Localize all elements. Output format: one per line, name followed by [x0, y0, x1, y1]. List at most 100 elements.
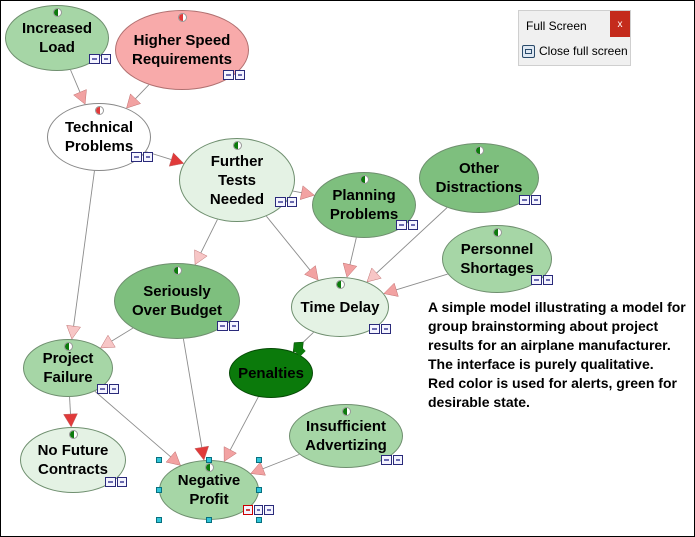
node-label: Personnel Shortages [460, 241, 534, 277]
state-pie-icon [69, 430, 78, 439]
info-box-icon [530, 195, 541, 205]
edge-further-tests-needed-to-planning-problems[interactable] [292, 190, 302, 194]
edge-planning-problems-to-time-delay[interactable] [349, 237, 357, 265]
edge-personnel-shortages-to-time-delay[interactable] [396, 273, 448, 291]
fullscreen-panel: Full Screen x Close full screen [518, 10, 631, 66]
description-paragraph: A simple model illustrating a model for … [428, 299, 686, 372]
info-box-icon [275, 197, 286, 207]
node-label: No Future Contracts [37, 442, 109, 478]
node-info-icon[interactable] [369, 324, 391, 334]
edge-further-tests-needed-to-seriously-over-budget[interactable] [200, 219, 218, 254]
edge-seriously-over-budget-to-negative-profit[interactable] [182, 338, 203, 448]
node-planning-problems[interactable]: Planning Problems [312, 172, 416, 238]
state-pie-icon [233, 141, 242, 150]
node-info-icon[interactable] [105, 477, 127, 487]
arrowhead [194, 249, 208, 266]
selection-handle[interactable] [156, 487, 162, 493]
node-info-icon[interactable] [381, 455, 403, 465]
info-box-icon [519, 195, 530, 205]
state-pie-icon [173, 266, 182, 275]
node-info-icon[interactable] [243, 505, 275, 515]
info-box-icon [223, 70, 234, 80]
close-icon[interactable]: x [610, 11, 630, 37]
arrowhead [223, 446, 237, 462]
info-box-icon [234, 70, 245, 80]
arrowhead [194, 445, 210, 461]
info-box-icon [407, 220, 418, 230]
edge-time-delay-to-penalties[interactable] [302, 331, 314, 344]
info-box-icon [228, 321, 239, 331]
info-box-icon [380, 324, 391, 334]
edge-increased-load-to-technical-problems[interactable] [70, 69, 81, 93]
node-personnel-shortages[interactable]: Personnel Shortages [442, 225, 552, 293]
info-box-icon [243, 505, 253, 515]
info-box-icon [286, 197, 297, 207]
info-box-icon [131, 152, 142, 162]
arrowhead [100, 334, 116, 349]
arrowhead [168, 152, 185, 167]
screen-icon [522, 44, 535, 58]
selection-handle[interactable] [206, 457, 212, 463]
node-info-icon[interactable] [275, 197, 297, 207]
selection-handle[interactable] [256, 487, 262, 493]
state-pie-icon [53, 8, 62, 17]
node-label: Planning Problems [329, 187, 399, 223]
info-box-icon [396, 220, 407, 230]
selection-handle[interactable] [256, 517, 262, 523]
selection-handle[interactable] [156, 457, 162, 463]
arrowhead [366, 267, 382, 283]
arrowhead [299, 185, 315, 200]
edge-project-failure-to-no-future-contracts[interactable] [69, 396, 71, 415]
node-label: Negative Profit [177, 472, 241, 508]
state-pie-icon [475, 146, 484, 155]
node-label: Other Distractions [435, 160, 523, 196]
state-pie-icon [336, 280, 345, 289]
selection-handle[interactable] [156, 517, 162, 523]
info-box-icon [369, 324, 380, 334]
arrowhead [73, 89, 87, 105]
edge-other-distractions-to-time-delay[interactable] [376, 207, 448, 274]
arrowhead [250, 461, 266, 476]
node-label: Increased Load [21, 20, 93, 56]
node-info-icon[interactable] [217, 321, 239, 331]
info-box-icon [105, 477, 116, 487]
edge-project-failure-to-negative-profit[interactable] [94, 390, 171, 458]
arrowhead [342, 262, 358, 278]
node-further-tests-needed[interactable]: Further Tests Needed [179, 138, 295, 222]
close-full-screen-button[interactable]: Close full screen [522, 44, 628, 58]
node-info-icon[interactable] [89, 54, 111, 64]
state-pie-icon [95, 106, 104, 115]
selection-handle[interactable] [256, 457, 262, 463]
edge-further-tests-needed-to-time-delay[interactable] [266, 215, 311, 271]
node-info-icon[interactable] [519, 195, 541, 205]
node-info-icon[interactable] [131, 152, 153, 162]
info-box-icon [97, 384, 108, 394]
edge-technical-problems-to-project-failure[interactable] [73, 170, 95, 327]
state-pie-icon [342, 407, 351, 416]
arrowhead [165, 451, 181, 466]
node-info-icon[interactable] [97, 384, 119, 394]
info-box-icon [531, 275, 542, 285]
arrowhead [304, 265, 319, 281]
info-box-icon [116, 477, 127, 487]
node-info-icon[interactable] [396, 220, 418, 230]
node-label: Technical Problems [64, 119, 134, 155]
arrowhead [63, 413, 78, 428]
info-box-icon [264, 505, 275, 515]
edge-insufficient-advertizing-to-negative-profit[interactable] [262, 453, 300, 470]
node-info-icon[interactable] [223, 70, 245, 80]
edge-higher-speed-requirements-to-technical-problems[interactable] [135, 84, 150, 100]
edge-penalties-to-negative-profit[interactable] [229, 396, 259, 451]
node-label: Further Tests Needed [209, 152, 265, 208]
node-label: Higher Speed Requirements [131, 32, 233, 68]
edge-seriously-over-budget-to-project-failure[interactable] [111, 327, 134, 342]
info-box-icon [108, 384, 119, 394]
node-info-icon[interactable] [531, 275, 553, 285]
state-pie-icon [493, 228, 502, 237]
selection-handle[interactable] [206, 517, 212, 523]
node-label: Time Delay [300, 298, 380, 316]
info-box-icon [217, 321, 228, 331]
node-label: Project Failure [42, 350, 94, 386]
info-box-icon [142, 152, 153, 162]
